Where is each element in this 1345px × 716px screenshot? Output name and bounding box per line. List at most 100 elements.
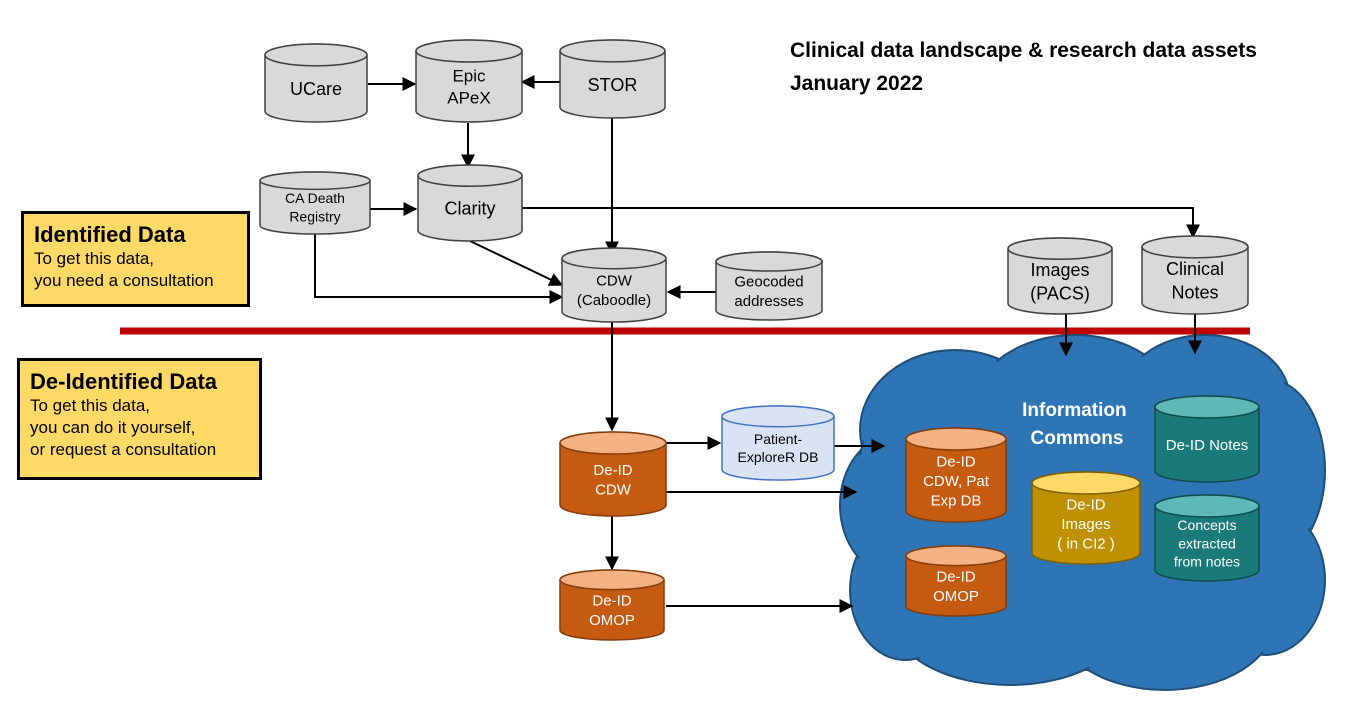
db-label: De-ID OMOP [589, 592, 635, 629]
db-label: STOR [588, 75, 638, 95]
cloud-label: Information Commons [1022, 400, 1132, 449]
cylinder-top [559, 431, 667, 455]
db-label-line: Patient- [754, 431, 803, 447]
db-label-line: CA Death [285, 190, 345, 206]
cloud-fill [978, 338, 1172, 472]
db-label: UCare [290, 79, 342, 99]
cylinder-top [721, 405, 835, 428]
db-label-line: (PACS) [1030, 283, 1090, 303]
db-label: De-ID OMOP [933, 568, 979, 605]
db-label-line: from notes [1174, 554, 1240, 570]
db-ucare: UCare [264, 43, 368, 123]
db-label-line: STOR [588, 75, 638, 95]
page-title: Clinical data landscape & research data … [790, 34, 1257, 100]
db-label-line: De-ID Notes [1166, 437, 1249, 454]
db-label-line: OMOP [933, 588, 979, 605]
deidentified-data-line-2: you can do it yourself, [30, 418, 196, 437]
db-label-line: extracted [1178, 535, 1236, 551]
db-label-line: Notes [1171, 282, 1218, 302]
identified-data-legend: Identified Data To get this data, you ne… [21, 211, 250, 307]
page-title-line-2: January 2022 [790, 72, 924, 95]
db-stor: STOR [559, 39, 666, 119]
db-label-line: Concepts [1177, 517, 1236, 533]
db-label: Patient- ExploreR DB [738, 431, 819, 465]
cylinder-top [1031, 471, 1141, 495]
cylinder-top [1007, 237, 1113, 261]
deidentified-data-legend: De-Identified Data To get this data, you… [17, 358, 262, 480]
db-label: Clarity [444, 199, 495, 219]
db-label-line: Clarity [444, 199, 495, 219]
db-label-line: De-ID [936, 453, 975, 470]
db-label-line: UCare [290, 79, 342, 99]
db-images: Images (PACS) [1007, 237, 1113, 315]
db-label-line: Images [1030, 260, 1089, 280]
db-label: Geocoded addresses [734, 273, 803, 310]
cylinder-top [264, 43, 368, 67]
page-title-line-1: Clinical data landscape & research data … [790, 39, 1257, 62]
cylinder-top [559, 569, 665, 591]
db-label-line: Geocoded [734, 273, 803, 290]
deidentified-data-line-3: or request a consultation [30, 440, 217, 459]
cylinder-top [715, 251, 823, 272]
db-patex: Patient- ExploreR DB [721, 405, 835, 481]
cylinder-top [559, 39, 666, 63]
cylinder-top [259, 171, 371, 191]
deidentified-data-heading: De-Identified Data [30, 369, 218, 394]
cylinder-top [415, 39, 523, 63]
db-ic-omop: De-ID OMOP [905, 545, 1007, 617]
db-label-line: De-ID [1066, 496, 1105, 513]
db-cdw: CDW (Caboodle) [561, 247, 667, 323]
cylinder-top [905, 545, 1007, 567]
db-label-line: De-ID [593, 462, 632, 479]
identified-data-line-1: To get this data, [34, 249, 155, 268]
cylinder-top [417, 164, 523, 188]
deidentified-data-line-1: To get this data, [30, 396, 151, 415]
arrow-clarity-to-notes [522, 207, 1200, 239]
db-label-line: CDW [595, 482, 632, 499]
db-label-line: ExploreR DB [738, 449, 819, 465]
identified-data-heading: Identified Data [34, 222, 186, 247]
db-label: De-ID CDW [593, 462, 632, 499]
db-label-line: ( in CI2 ) [1057, 535, 1115, 552]
db-label-line: Registry [289, 208, 340, 224]
db-label: Concepts extracted from notes [1174, 517, 1240, 569]
db-clarity: Clarity [417, 164, 523, 242]
cylinder-top [905, 427, 1007, 451]
db-ic-notes: De-ID Notes [1154, 395, 1260, 483]
connectors [314, 75, 1202, 613]
arrow-death-to-cdw [314, 234, 564, 304]
db-label-line: APeX [447, 89, 490, 108]
db-label: De-ID Images ( in CI2 ) [1057, 496, 1115, 552]
db-label-line: Exp DB [931, 492, 982, 509]
db-deid-omop: De-ID OMOP [559, 569, 665, 641]
db-label: CDW (Caboodle) [577, 273, 651, 310]
db-label-line: OMOP [589, 612, 635, 629]
db-ic-images: De-ID Images ( in CI2 ) [1031, 471, 1141, 565]
db-label-line: addresses [734, 293, 803, 310]
db-label-line: (Caboodle) [577, 292, 651, 309]
db-label: Images (PACS) [1030, 260, 1090, 303]
db-deid-cdw: De-ID CDW [559, 431, 667, 517]
db-label-line: CDW [596, 273, 633, 290]
identified-data-line-2: you need a consultation [34, 271, 214, 290]
db-label-line: De-ID [592, 592, 631, 609]
db-ic-concepts: Concepts extracted from notes [1154, 494, 1260, 582]
db-label-line: Epic [452, 66, 486, 85]
db-label-line: CDW, Pat [923, 473, 990, 490]
db-label-line: De-ID [936, 568, 975, 585]
db-geo: Geocoded addresses [715, 251, 823, 321]
cylinder-top [1154, 494, 1260, 518]
db-label-line: Clinical [1166, 259, 1224, 279]
arrow-clarity-to-cdw [469, 240, 564, 286]
db-label-line: Images [1061, 516, 1110, 533]
